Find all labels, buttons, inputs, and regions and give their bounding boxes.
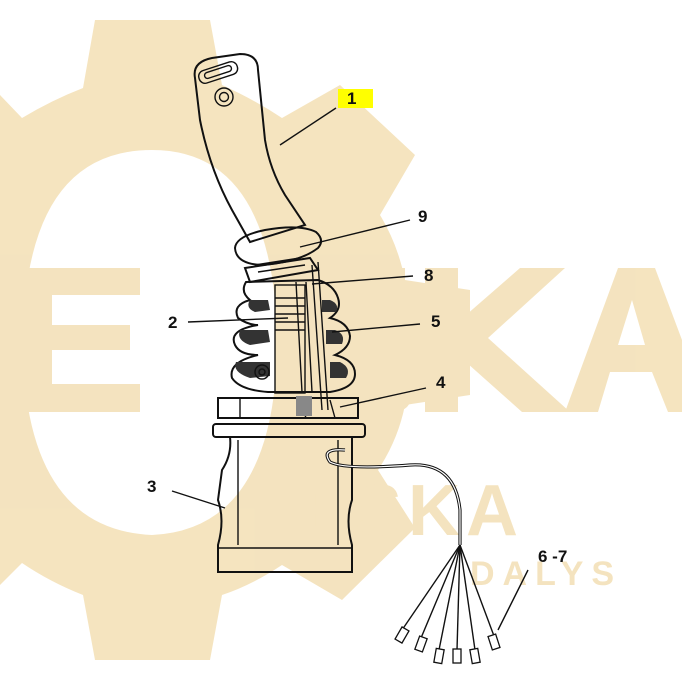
callout-1-highlight	[338, 89, 373, 108]
callout-4: 4	[436, 373, 446, 392]
cable-harness	[325, 448, 501, 665]
callout-1: 1	[347, 89, 356, 108]
mount-body	[212, 423, 366, 573]
watermark-middle-text: ESKA	[300, 471, 524, 551]
callout-8: 8	[424, 266, 433, 285]
callout-5: 5	[431, 312, 440, 331]
callout-2: 2	[168, 313, 177, 332]
wire-terminals	[394, 626, 501, 665]
callout-9: 9	[418, 207, 427, 226]
leader-lines	[171, 107, 529, 631]
callout-3: 3	[147, 477, 156, 496]
watermark-small-text: DALYS	[470, 555, 622, 593]
callout-6-7: 6 -7	[538, 547, 567, 566]
